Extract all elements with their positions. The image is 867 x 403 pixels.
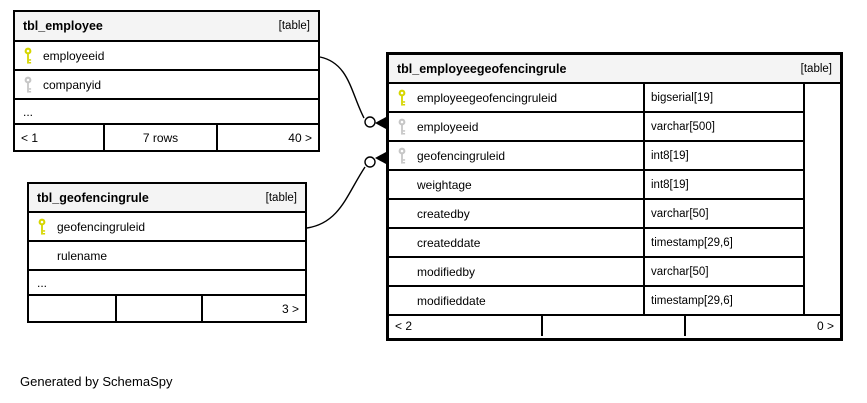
footer-parents-count <box>29 296 117 321</box>
table-footer: 3 > <box>29 296 305 321</box>
column-row-weightage: weightage int8[19] <box>389 171 803 200</box>
table-footer: < 2 0 > <box>389 314 840 336</box>
column-type: bigserial[19] <box>651 91 714 104</box>
footer-row-count: 7 rows <box>105 125 218 150</box>
column-row-geofencingruleid: geofencingruleid <box>29 213 305 242</box>
foreign-key-icon <box>397 147 407 164</box>
column-type: timestamp[29,6] <box>651 294 733 307</box>
table-header[interactable]: tbl_employeegeofencingrule [table] <box>389 55 840 84</box>
column-row-createddate: createddate timestamp[29,6] <box>389 229 803 258</box>
table-badge: [table] <box>265 191 297 204</box>
column-row-companyid: companyid <box>15 71 318 100</box>
column-name: modifiedby <box>417 264 476 279</box>
table-name: tbl_employeegeofencingrule <box>397 61 567 76</box>
table-badge: [table] <box>278 20 310 32</box>
truncated-columns-indicator: ... <box>15 100 318 125</box>
foreign-key-icon <box>23 76 33 93</box>
table-header[interactable]: tbl_geofencingrule [table] <box>29 184 305 213</box>
connector-arrowhead <box>375 152 386 164</box>
footer-row-count <box>117 296 203 321</box>
truncated-columns-indicator: ... <box>29 271 305 296</box>
footer-children-count: 40 > <box>288 130 312 145</box>
column-name: modifieddate <box>417 293 486 308</box>
table-name: tbl_geofencingrule <box>37 190 149 205</box>
primary-key-icon <box>23 47 33 64</box>
column-name: weightage <box>417 177 472 192</box>
table-tbl-employee: tbl_employee [table] employeeid <box>13 10 320 152</box>
column-type: varchar[500] <box>651 120 715 133</box>
column-row-employeegeofencingruleid: employeegeofencingruleid bigserial[19] <box>389 84 803 113</box>
footer-children-count: 3 > <box>281 301 299 316</box>
column-name: createddate <box>417 235 481 250</box>
column-type: int8[19] <box>651 149 689 162</box>
column-row-modifieddate: modifieddate timestamp[29,6] <box>389 287 803 314</box>
footer-parents-count: < 2 <box>389 316 543 336</box>
table-name: tbl_employee <box>23 19 103 33</box>
column-name: employeeid <box>417 119 479 134</box>
column-type: int8[19] <box>651 178 689 191</box>
connector-geofencingrule-to-employeegeofencingrule <box>306 152 386 229</box>
column-row-rulename: rulename <box>29 242 305 271</box>
connector-circle-endpoint <box>364 156 376 168</box>
column-name: geofencingruleid <box>57 219 146 234</box>
column-row-employeeid: employeeid varchar[500] <box>389 113 803 142</box>
connector-circle-endpoint <box>364 116 376 128</box>
footer-children-count: 0 > <box>816 319 834 333</box>
primary-key-icon <box>397 89 407 106</box>
column-name: createdby <box>417 206 470 221</box>
table-header[interactable]: tbl_employee [table] <box>15 12 318 42</box>
column-name: companyid <box>43 77 102 92</box>
table-badge: [table] <box>800 62 832 75</box>
table-tbl-employeegeofencingrule: tbl_employeegeofencingrule [table] <box>386 52 843 341</box>
column-row-createdby: createdby varchar[50] <box>389 200 803 229</box>
connector-arrowhead <box>375 117 386 129</box>
column-row-modifiedby: modifiedby varchar[50] <box>389 258 803 287</box>
foreign-key-icon <box>397 118 407 135</box>
primary-key-icon <box>37 218 47 235</box>
column-type: timestamp[29,6] <box>651 236 733 249</box>
table-body: employeegeofencingruleid bigserial[19] <box>389 84 840 314</box>
column-name: geofencingruleid <box>417 148 506 163</box>
table-footer: < 1 7 rows 40 > <box>15 125 318 150</box>
column-name: employeeid <box>43 48 105 63</box>
table-tbl-geofencingrule: tbl_geofencingrule [table] geofencingrul… <box>27 182 307 323</box>
footer-parents-count: < 1 <box>15 125 105 150</box>
table-body-spacer <box>803 84 840 314</box>
connector-employee-to-employeegeofencingrule <box>319 56 386 129</box>
generated-by-note: Generated by SchemaSpy <box>20 374 173 389</box>
column-type: varchar[50] <box>651 265 709 278</box>
footer-row-count <box>543 316 686 336</box>
column-name: employeegeofencingruleid <box>417 90 558 105</box>
column-row-employeeid: employeeid <box>15 42 318 71</box>
column-type: varchar[50] <box>651 207 709 220</box>
column-name: rulename <box>57 248 108 263</box>
column-row-geofencingruleid: geofencingruleid int8[19] <box>389 142 803 171</box>
